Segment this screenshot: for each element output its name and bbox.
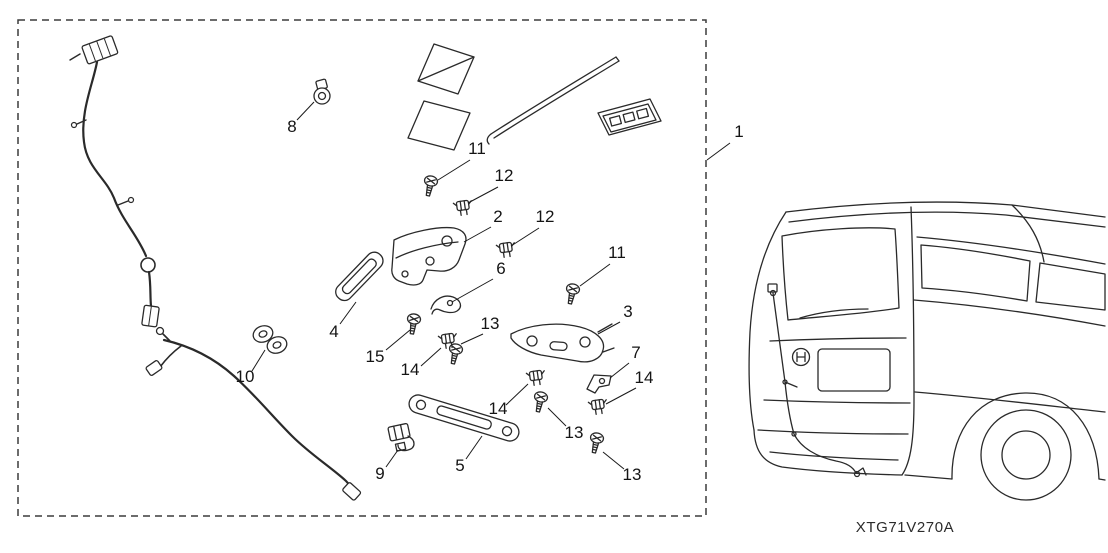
callout-13c-label: 13 [623, 465, 642, 484]
clip-14-b [587, 398, 609, 416]
callout-6-label: 6 [496, 259, 505, 278]
callout-13b-label: 13 [565, 423, 584, 442]
leader-lines [251, 101, 731, 470]
screw-11-b [562, 282, 582, 306]
callout-9-label: 9 [375, 464, 384, 483]
screw-13-b [530, 390, 550, 414]
callout-4-label: 4 [329, 322, 338, 341]
adhesive-sheet-a [417, 43, 475, 95]
hole-plate [597, 98, 662, 136]
bracket-2 [391, 226, 467, 286]
stay-5 [408, 394, 520, 442]
callout-10-label: 10 [236, 367, 255, 386]
callout-11b-label: 11 [608, 243, 626, 262]
part-code-label: XTG71V270A [856, 519, 955, 536]
adhesive-sheet-b [407, 100, 471, 151]
grommet-pair-10 [252, 325, 288, 354]
screw-13-c [586, 431, 606, 455]
callout-12b-label: 12 [536, 207, 555, 226]
clip-14-c [525, 369, 547, 387]
callout-1-label: 1 [734, 122, 743, 141]
wire-cover-rod [486, 56, 620, 145]
callout-14a-label: 14 [401, 360, 420, 379]
callout-labels: 1 8 11 12 2 12 6 11 3 4 13 15 14 7 14 14… [236, 117, 744, 484]
connector-9 [387, 423, 415, 452]
vehicle-rear-view [748, 201, 1106, 501]
callout-5-label: 5 [455, 456, 464, 475]
callout-8-label: 8 [287, 117, 296, 136]
main-wire-harness [69, 35, 160, 328]
callout-12a-label: 12 [495, 166, 514, 185]
tailgate-harness-route [767, 283, 867, 478]
callout-11a-label: 11 [468, 139, 486, 158]
callout-14c-label: 14 [489, 399, 508, 418]
callout-13a-label: 13 [481, 314, 500, 333]
callout-7-label: 7 [631, 343, 640, 362]
strip-4 [335, 251, 384, 302]
callout-3-label: 3 [623, 302, 632, 321]
callout-2-label: 2 [493, 207, 502, 226]
band-clip-8 [313, 78, 331, 105]
hook-6 [430, 295, 462, 315]
sub-wire-harness [145, 326, 362, 501]
kit-boundary-box [17, 19, 707, 517]
callout-15-label: 15 [366, 347, 385, 366]
callout-14b-label: 14 [635, 368, 654, 387]
bracket-7 [586, 374, 612, 394]
screw-13-a [445, 342, 465, 366]
screw-11-a [420, 174, 440, 198]
bracket-3 [510, 323, 615, 363]
